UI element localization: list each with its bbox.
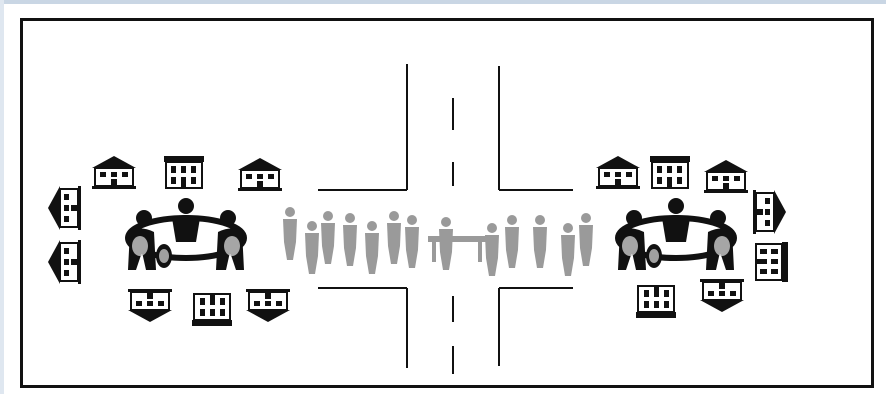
community-circle-icon-left xyxy=(128,198,244,270)
house-icon xyxy=(246,289,290,322)
house-icon xyxy=(753,190,786,234)
house-icon xyxy=(92,156,136,189)
house-icon xyxy=(238,158,282,191)
pedestrian-silhouettes-icon xyxy=(283,207,593,276)
house-icon xyxy=(700,279,744,312)
house-icon xyxy=(128,289,172,322)
house-icon xyxy=(596,156,640,189)
house-icon xyxy=(164,156,204,188)
house-icon xyxy=(192,294,232,326)
house-icon xyxy=(650,156,690,188)
house-icon xyxy=(48,186,81,230)
house-icon xyxy=(756,242,788,282)
community-circle-icon-right xyxy=(618,198,734,270)
house-icon xyxy=(704,160,748,193)
house-icon xyxy=(48,240,81,284)
house-icon xyxy=(636,286,676,318)
